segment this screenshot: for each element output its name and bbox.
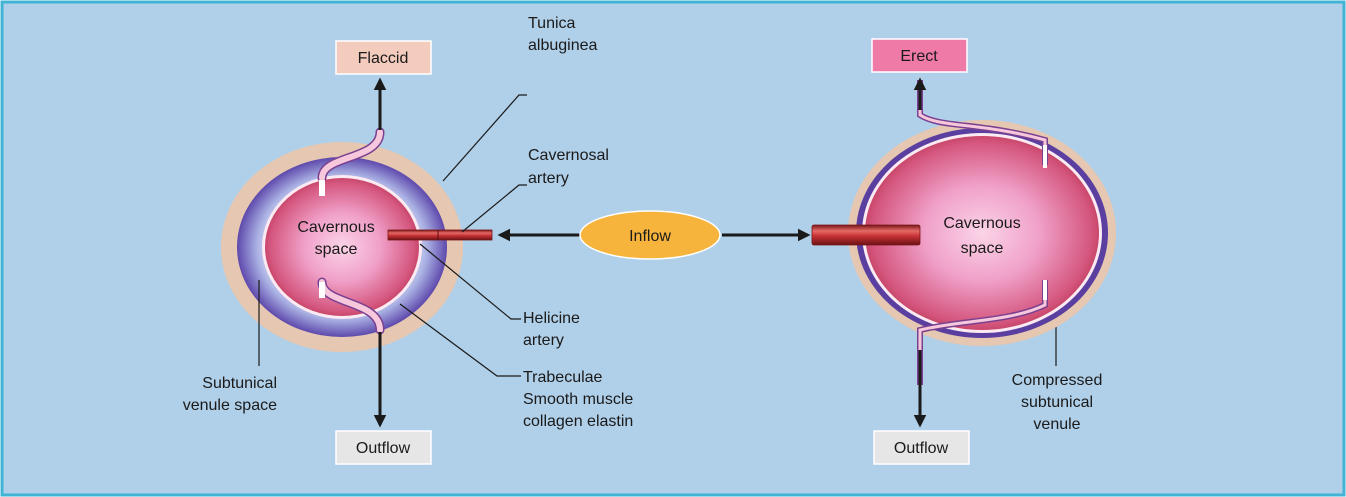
helicine-label-1: Helicine	[523, 310, 580, 327]
subtunical-label-2: venule space	[183, 397, 277, 414]
trabeculae-label-1: Trabeculae	[523, 369, 603, 386]
flaccid-cavernous-label-1: Cavernous	[297, 219, 374, 236]
cavernosal-label-2: artery	[528, 170, 569, 187]
erect-state-label: Erect	[900, 48, 938, 65]
erect-cavernous-label-2: space	[961, 240, 1004, 257]
flaccid-state-label: Flaccid	[358, 50, 409, 67]
compressed-label-1: Compressed	[1012, 372, 1103, 389]
flaccid-cavernosal-artery	[388, 230, 492, 240]
tunica-label-1: Tunica	[528, 15, 576, 32]
trabeculae-label-3: collagen elastin	[523, 413, 633, 430]
erect-outflow-label: Outflow	[894, 440, 949, 457]
compressed-label-3: venule	[1033, 416, 1080, 433]
tunica-label-2: albuginea	[528, 37, 598, 54]
cavernosal-label-1: Cavernosal	[528, 147, 609, 164]
erect-cavernosal-artery	[812, 225, 920, 245]
erect-cavernous-label-1: Cavernous	[943, 215, 1020, 232]
helicine-label-2: artery	[523, 332, 564, 349]
subtunical-label-1: Subtunical	[202, 375, 277, 392]
flaccid-outflow-label: Outflow	[356, 440, 411, 457]
trabeculae-label-2: Smooth muscle	[523, 391, 633, 408]
compressed-label-2: subtunical	[1021, 394, 1093, 411]
inflow-label: Inflow	[629, 228, 671, 245]
flaccid-cavernous-label-2: space	[315, 241, 358, 258]
